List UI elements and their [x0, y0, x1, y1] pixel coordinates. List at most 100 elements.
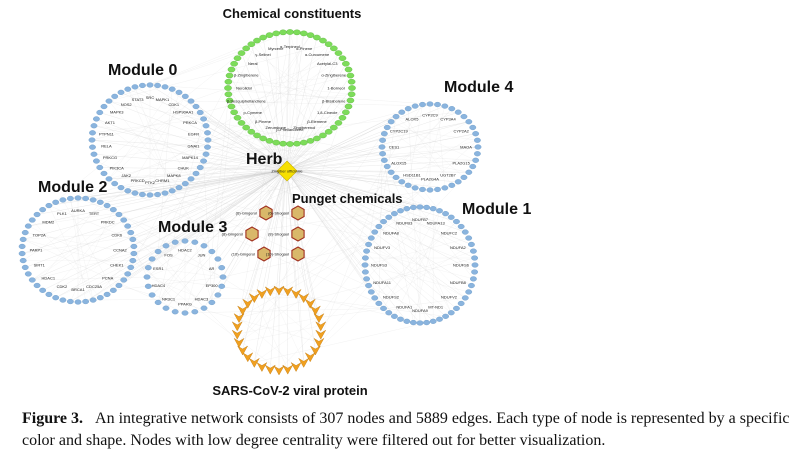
module-node — [124, 188, 132, 194]
module-node — [130, 250, 138, 257]
module-node — [403, 206, 411, 212]
module-node — [375, 300, 383, 307]
chemical-node — [346, 97, 355, 104]
module-node — [419, 101, 426, 108]
herb-node-label: Zingiber officinale — [271, 169, 303, 174]
node-label: PRKCG — [103, 155, 117, 160]
node-label: HDAC4 — [152, 283, 166, 288]
label-sars-cov-2: SARS-CoV-2 viral protein — [212, 383, 367, 398]
module-node — [460, 113, 468, 120]
module-node — [434, 101, 441, 108]
node-label: ALOX5 — [406, 117, 420, 122]
node-label: SIRT1 — [34, 263, 46, 268]
module-node — [471, 262, 479, 268]
module-node — [378, 144, 386, 150]
module-node — [442, 313, 449, 319]
punget-chemical-label: (6)-Shogaol — [268, 211, 289, 216]
chemical-node — [230, 60, 238, 67]
node-label: p-Cymene — [244, 110, 263, 115]
chemical-node — [306, 32, 315, 38]
module-node — [423, 204, 431, 211]
punget-chemical-node — [257, 246, 271, 262]
viral-protein-node — [233, 313, 245, 324]
module-node — [28, 277, 36, 283]
module-node — [146, 192, 154, 198]
module-node — [465, 289, 473, 295]
punget-chemical-label: (10)-Shogaol — [266, 252, 289, 257]
node-label: FOS — [164, 253, 173, 258]
module-node — [39, 287, 47, 293]
module-node — [218, 283, 226, 289]
module-node — [120, 217, 128, 223]
module-node — [214, 256, 222, 262]
node-label: α-Terpineol — [280, 44, 300, 49]
node-label: Nerolidol — [236, 86, 252, 91]
module-node — [383, 163, 391, 170]
chemical-node — [253, 37, 261, 44]
module-node — [74, 299, 82, 305]
module-node — [472, 131, 480, 137]
figure-caption: Figure 3. An integrative network consist… — [22, 408, 792, 452]
module-node — [181, 181, 189, 187]
node-label: PLA2G15 — [452, 161, 470, 166]
node-label: NDUFA13 — [427, 221, 446, 226]
module-node — [74, 195, 82, 201]
module-node — [129, 236, 137, 243]
module-node — [103, 291, 111, 298]
node-label: CHRM1 — [155, 178, 170, 183]
module-node — [419, 186, 426, 193]
module-node — [89, 197, 97, 203]
viral-protein-node — [264, 286, 276, 297]
module-node — [404, 182, 412, 188]
viral-protein-node — [298, 293, 310, 304]
module-node — [362, 255, 369, 261]
node-label: CYP2A2 — [454, 128, 470, 133]
module-node — [468, 282, 475, 289]
module-node — [202, 123, 210, 129]
module-node — [175, 185, 183, 191]
module-node — [383, 124, 391, 131]
node-label: TERT — [89, 211, 100, 216]
module-node — [115, 282, 123, 289]
caption-prefix: Figure 3. — [22, 410, 84, 427]
module-node — [168, 86, 176, 92]
node-label: BRCA1 — [71, 287, 85, 292]
module-node — [33, 282, 41, 289]
punget-chemical-label: (6)-Gingerol — [236, 211, 257, 216]
node-label: RELA — [101, 144, 112, 149]
label-module-4: Module 4 — [444, 79, 513, 96]
viral-protein-node — [273, 365, 285, 376]
module-node — [392, 174, 400, 181]
chemical-node — [286, 29, 294, 35]
node-label: CDC25A — [86, 284, 102, 289]
module-node — [96, 295, 104, 301]
module-node — [192, 170, 200, 177]
chemical-node — [313, 135, 321, 142]
module-node — [375, 223, 383, 230]
chemical-node — [279, 29, 287, 36]
module-node — [181, 93, 189, 99]
module-node — [460, 174, 468, 181]
module-node — [100, 103, 108, 110]
module-node — [191, 239, 199, 245]
viral-protein-node — [242, 352, 254, 363]
module-node — [59, 297, 67, 303]
punget-chemical-label: (8)-Shogaol — [268, 232, 289, 237]
module-node — [398, 179, 406, 185]
module-node — [187, 176, 195, 182]
node-label: Acetylal-C3 — [317, 61, 338, 66]
punget-chemical-label: (8)-Gingerol — [222, 232, 243, 237]
label-herb: Herb — [246, 151, 283, 168]
chemical-node — [272, 30, 281, 37]
node-label: NDUFV3 — [374, 245, 391, 250]
module-node — [109, 207, 117, 213]
module-node — [404, 106, 412, 112]
chemical-node — [272, 139, 281, 146]
node-label: CYP2C9 — [422, 112, 438, 117]
module-node — [131, 84, 139, 90]
node-label: 1,8-Cineole — [317, 110, 338, 115]
node-label: HSP90AA1 — [173, 110, 194, 115]
node-label: CDK2 — [57, 284, 68, 289]
node-label: PTK2 — [145, 180, 156, 185]
module-node — [181, 238, 189, 244]
